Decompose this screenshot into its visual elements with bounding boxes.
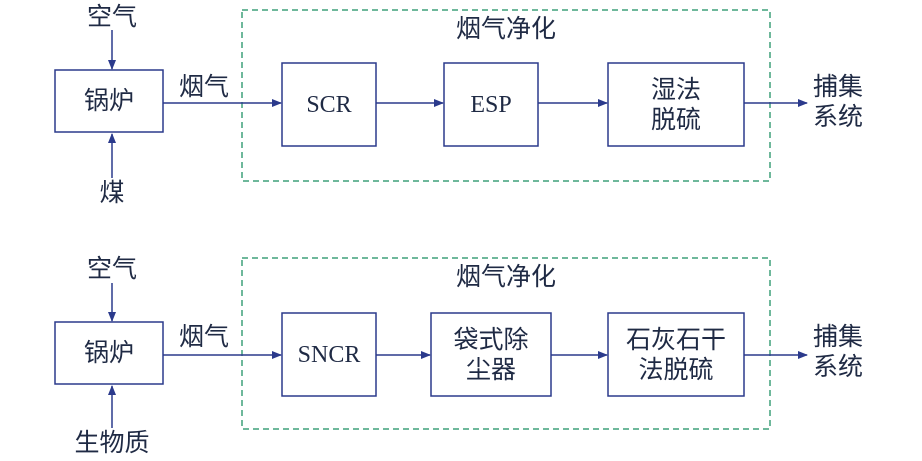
diagram-2-output-line-2: 系统 xyxy=(812,352,863,381)
diagram-2-step-3-line-2: 法脱硫 xyxy=(638,354,714,384)
diagram-1-step-1-label: SCR xyxy=(306,91,352,118)
diagram-1-input-bottom-label: 煤 xyxy=(99,178,125,207)
diagram-1-step-2-label: ESP xyxy=(470,91,512,118)
diagram-1-step-1-box xyxy=(281,62,377,147)
diagram-2-step-2-label: 袋式除 尘器 xyxy=(431,313,551,396)
diagram-2-group-title: 烟气净化 xyxy=(455,262,556,291)
diagram-1-step-2-box xyxy=(443,62,539,147)
diagram-1-input-top-label: 空气 xyxy=(86,2,137,31)
diagram-2-input-top-label: 空气 xyxy=(86,254,137,283)
diagram-1-output-label: 捕集 系统 xyxy=(808,72,868,132)
diagram-2-shapes xyxy=(54,257,808,430)
diagram-1-boiler-box xyxy=(54,69,164,133)
diagram-1-group-title: 烟气净化 xyxy=(455,14,556,43)
diagram-2-input-bottom-label: 生物质 xyxy=(74,428,150,457)
diagram-1-purification-border xyxy=(241,9,771,182)
diagram-2-boiler-label: 锅炉 xyxy=(83,338,134,367)
diagram-2-step-1-label: SNCR xyxy=(297,341,361,368)
diagram-2-step-3-label: 石灰石干 法脱硫 xyxy=(608,313,744,396)
diagram-2-step-2-line-1: 袋式除 xyxy=(453,324,529,354)
diagram-2-output-line-1: 捕集 xyxy=(812,322,863,351)
diagram-1-shapes xyxy=(54,9,808,182)
diagram-2-step-3-line-1: 石灰石干 xyxy=(625,324,726,354)
diagram-2-step-2-line-2: 尘器 xyxy=(465,354,516,384)
diagram-1-step-3-line-2: 脱硫 xyxy=(650,104,701,134)
diagram-1-step-3-label: 湿法 脱硫 xyxy=(608,63,744,146)
diagram-1-step-3-box xyxy=(607,62,745,147)
diagram-2-purification-border xyxy=(241,257,771,430)
diagram-1-output-line-1: 捕集 xyxy=(812,72,863,101)
diagram-2-flue-gas-label: 烟气 xyxy=(178,322,229,351)
diagram-1-flue-gas-label: 烟气 xyxy=(178,72,229,101)
diagram-1-step-3-line-1: 湿法 xyxy=(650,74,701,104)
diagram-1-boiler-label: 锅炉 xyxy=(83,86,134,115)
diagram-2-boiler-box xyxy=(54,321,164,385)
diagram-2-output-label: 捕集 系统 xyxy=(808,322,868,382)
diagram-1-output-line-2: 系统 xyxy=(812,102,863,131)
